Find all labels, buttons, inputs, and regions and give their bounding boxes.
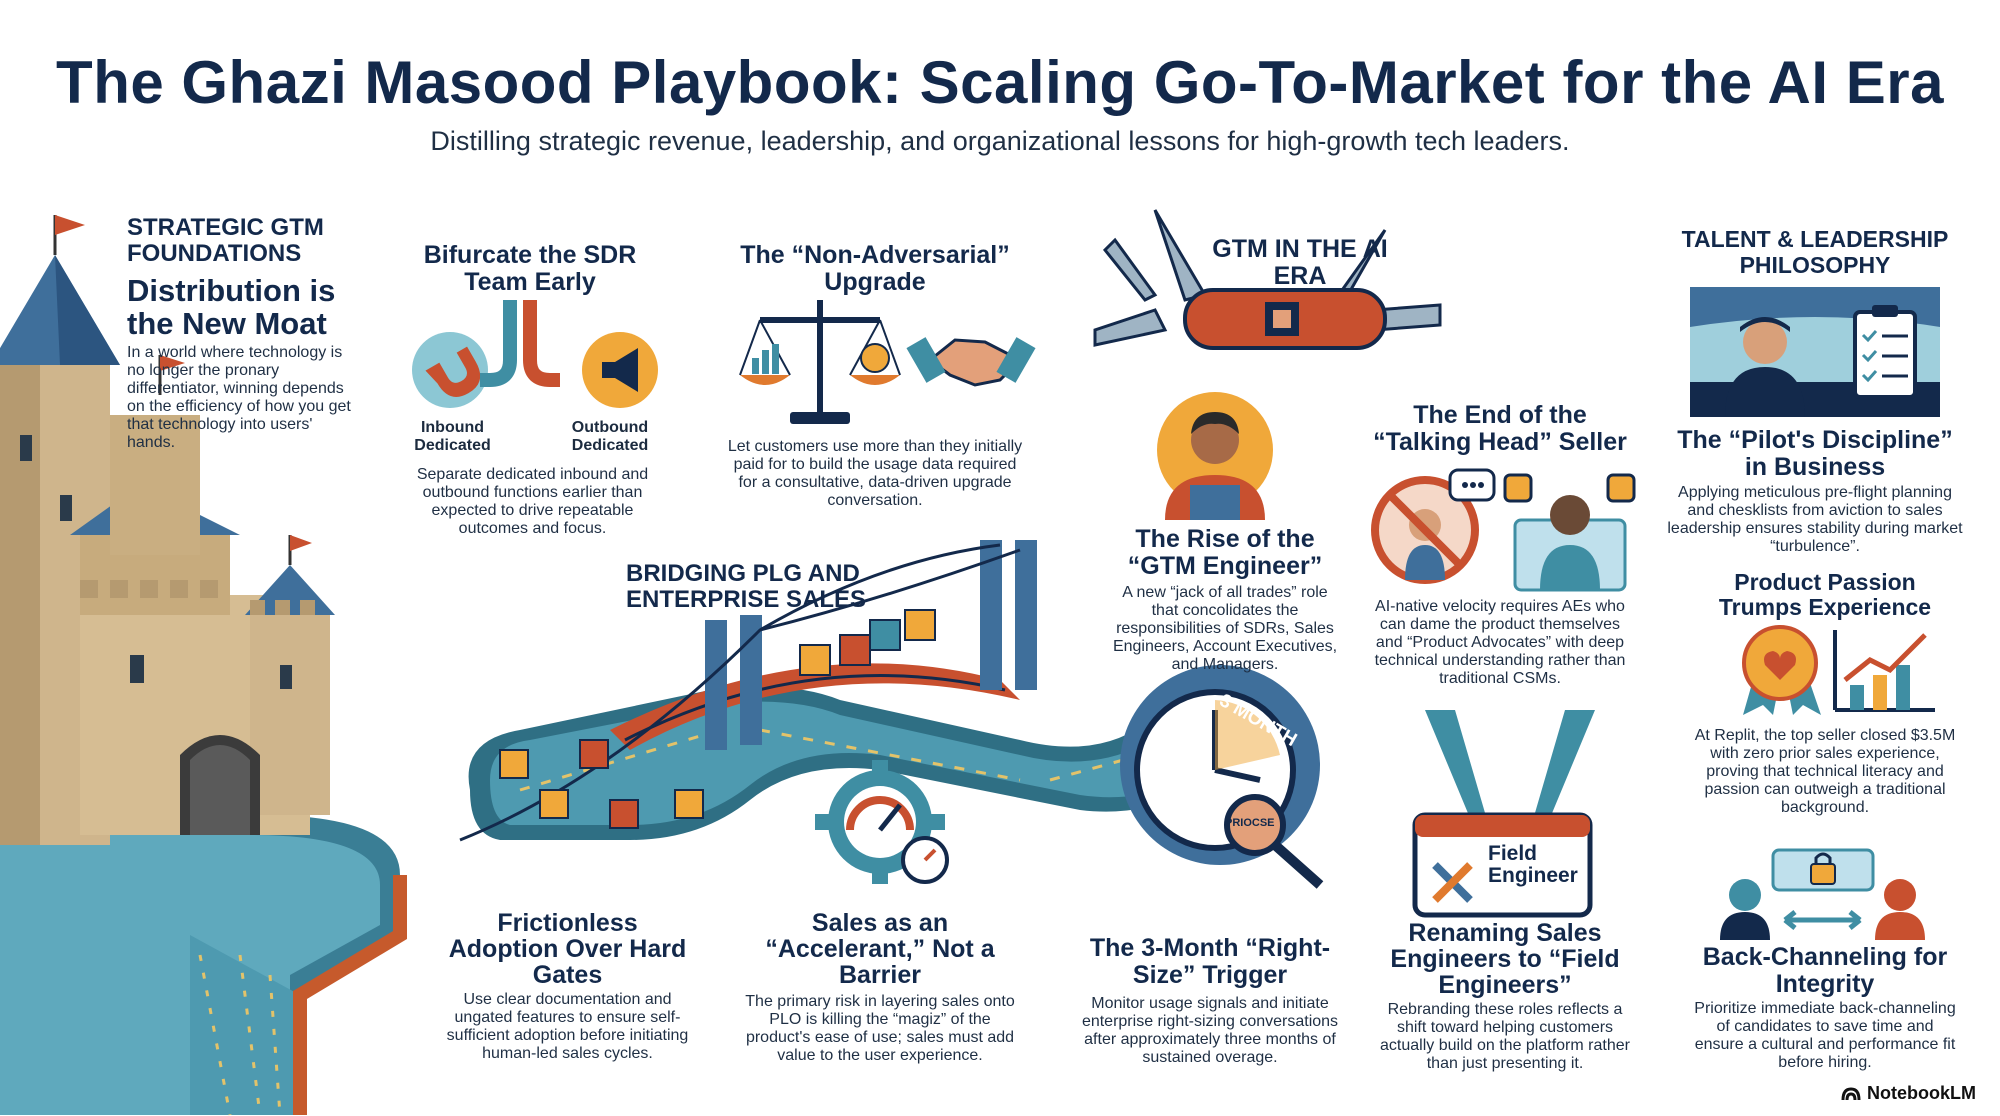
sdr-heading: Bifurcate the SDR Team Early [423,241,637,296]
gauge-gear-illustration [815,760,949,884]
talking-head-heading: The End of the “Talking Head” Seller [1373,401,1627,456]
gtm-engineer-heading: The Rise of the “GTM Engineer” [1127,525,1323,580]
backchannel-heading: Back-Channeling for Integrity [1702,943,1948,998]
upgrade-body: Let customers use more than they initial… [727,438,1023,509]
pilot-heading: The “Pilot's Discipline” in Business [1677,426,1953,481]
wrench-screwdriver-icon [1432,862,1473,903]
backchannel-body: Prioritize immediate back-channeling of … [1694,1000,1956,1071]
page-subtitle: Distilling strategic revenue, leadership… [430,126,1570,156]
lightbulb-icon [1606,473,1636,503]
trigger-heading: The 3-Month “Right-Size” Trigger [1089,934,1331,989]
magnet-icon [425,346,481,397]
scale-handshake-illustration [739,300,1036,424]
backchannel-illustration [1720,848,1925,940]
notebooklm-logo: NotebookLM [1841,1083,1976,1104]
bridge-illustration [459,540,1324,889]
megaphone-icon [602,348,638,392]
passion-heading: Product Passion Trumps Experience [1718,569,1932,620]
trigger-body: Monitor usage signals and initiate enter… [1081,995,1339,1066]
passion-illustration [1742,625,1935,715]
pilot-body: Applying meticulous pre-flight planning … [1667,484,1963,555]
foundations-heading: Distribution is the New Moat [127,273,336,341]
gear-icon [1503,473,1533,503]
frictionless-heading: Frictionless Adoption Over Hard Gates [448,909,687,989]
accelerant-body: The primary risk in layering sales onto … [745,993,1015,1064]
bridge-section-title: BRIDGING PLG AND ENTERPRISE SALES [626,560,867,613]
outbound-label: Outbound Dedicated [571,419,649,454]
sdr-body: Separate dedicated inbound and outbound … [416,466,649,537]
upgrade-heading: The “Non-Adversarial” Upgrade [740,241,1010,296]
field-heading: Renaming Sales Engineers to “Field Engin… [1390,919,1620,999]
gauge-icon [846,796,914,831]
talent-section-title: TALENT & LEADERSHIP PHILOSOPHY [1681,226,1949,278]
castle-illustration [0,215,407,1116]
field-engineer-badge [1412,710,1595,918]
pilot-cockpit-illustration [1690,287,1940,417]
brand-name: NotebookLM [1867,1083,1976,1103]
clock-badge-label: PRIOCSE [1225,817,1275,829]
badge-label: Field Engineer [1488,842,1578,887]
frictionless-body: Use clear documentation and ungated feat… [446,991,689,1062]
magnifier-icon [1224,794,1286,856]
sdr-split-illustration [412,300,658,408]
multitool-illustration [1093,209,1442,350]
gtm-engineer-body: A new “jack of all trades” role that con… [1112,584,1338,673]
passion-body: At Replit, the top seller closed $3.5M w… [1694,727,1956,816]
foundations-body: In a world where technology is no longer… [127,344,351,451]
inbound-label: Inbound Dedicated [414,419,491,454]
dollar-coin-icon [860,343,890,373]
field-body: Rebranding these roles reflects a shift … [1380,1001,1630,1072]
page-title: The Ghazi Masood Playbook: Scaling Go-To… [56,49,1944,116]
talking-head-body: AI-native velocity requires AEs who can … [1374,598,1626,687]
gtm-engineer-avatar [1157,392,1273,520]
ai-era-section-title: GTM IN THE AI ERA [1212,235,1388,290]
growth-arrow-icon [1843,633,1927,682]
notebooklm-icon [1841,1086,1861,1100]
no-talking-head-illustration [1371,468,1636,592]
accelerant-heading: Sales as an “Accelerant,” Not a Barrier [765,909,995,989]
foundations-section-title: STRATEGIC GTM FOUNDATIONS [127,214,324,267]
padlock-icon [1810,863,1836,885]
